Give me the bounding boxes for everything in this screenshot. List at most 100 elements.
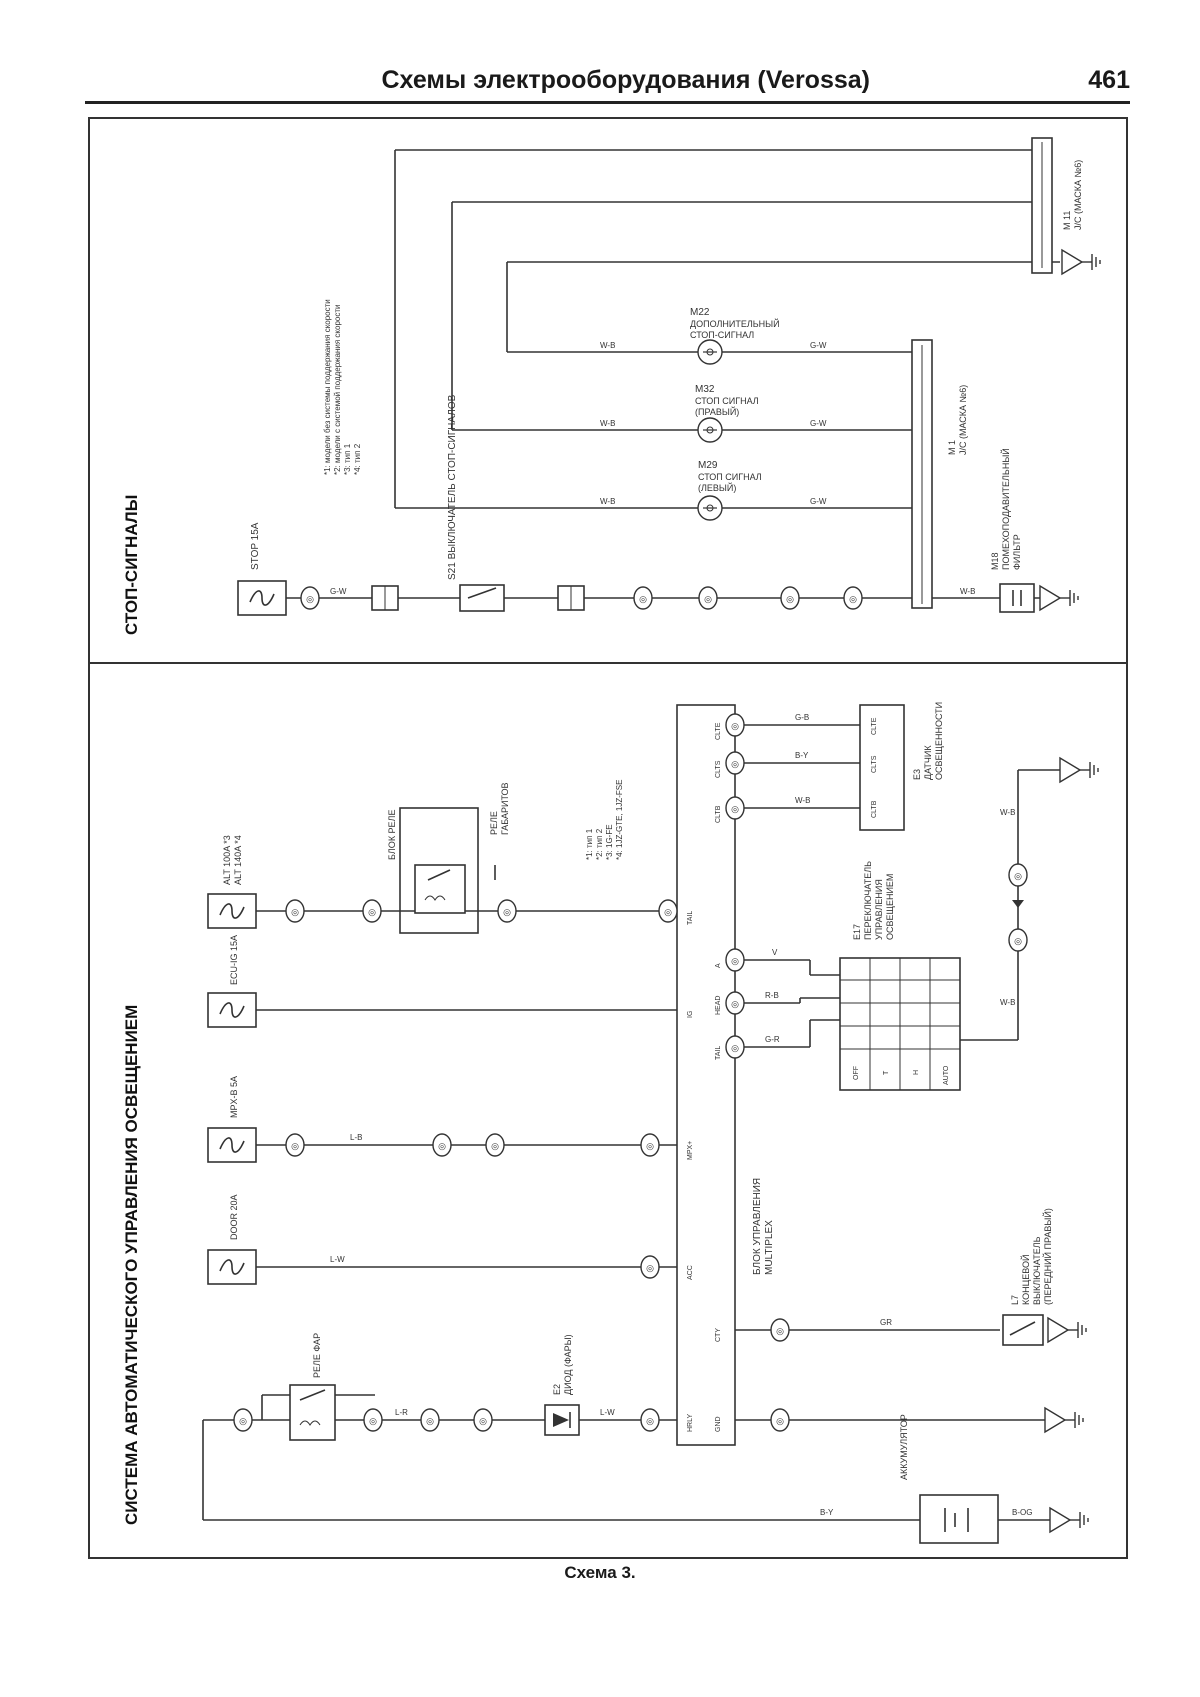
ground-icon: [1059, 757, 1099, 783]
filter-label-1: M18: [990, 552, 1000, 570]
connector-icon: [640, 1408, 660, 1432]
wire-label: B-Y: [820, 1508, 834, 1517]
ground-icon: [1039, 585, 1079, 611]
diagram-frame: [88, 117, 1128, 1559]
stop-lamp-left-icon: [697, 495, 723, 521]
fuse-ecu-ig-icon: [207, 992, 257, 1028]
connector-icon: [432, 1133, 452, 1157]
ecu-pin-label: ACC: [687, 1265, 694, 1280]
wire-label: W-B: [960, 587, 975, 596]
diode-label-2: ДИОД (ФАРЫ): [563, 1334, 573, 1395]
ecu-pin-label: MPX+: [687, 1141, 694, 1160]
ecu-pin-label: A: [715, 963, 722, 968]
fuse-door-label: DOOR 20A: [229, 1194, 239, 1240]
section-divider: [88, 662, 1128, 664]
ecu-pin-label: TAIL: [715, 1046, 722, 1060]
section-title-auto-lighting: СИСТЕМА АВТОМАТИЧЕСКОГО УПРАВЛЕНИЯ ОСВЕЩ…: [122, 1005, 141, 1525]
tail-relay-label-2: ГАБАРИТОВ: [500, 782, 510, 835]
fuse-mpx-b-icon: [207, 1127, 257, 1163]
connector-icon: [780, 586, 800, 610]
connector-icon: [770, 1318, 790, 1342]
wire-label: L-R: [395, 1408, 408, 1417]
filter-label-2: ПОМЕХОПОДАВИТЕЛЬНЫЙ: [1000, 448, 1011, 570]
switch-row-label: H: [913, 1070, 920, 1075]
wire-label: L-W: [330, 1255, 345, 1264]
ground-icon: [1049, 1507, 1089, 1533]
switch-row-label: T: [883, 1070, 890, 1075]
connector-icon: [285, 1133, 305, 1157]
connector-icon: [300, 586, 320, 610]
note-line-3: *3: тип 1: [343, 443, 352, 475]
sensor-label-3: ОСВЕЩЕННОСТИ: [934, 702, 944, 780]
connector-icon: [725, 1035, 745, 1059]
jc-upper-label-1: M 11: [1062, 211, 1072, 230]
relay-block: [399, 807, 479, 934]
ground-icon: [1047, 1317, 1087, 1343]
ecu-pin-label: CTY: [715, 1328, 722, 1342]
noise-filter: [999, 583, 1035, 613]
wire-label: B-OG: [1012, 1508, 1032, 1517]
battery: [919, 1494, 999, 1544]
wire-label: W-B: [600, 341, 615, 350]
stop-lamp-right-icon: [697, 417, 723, 443]
connector-icon: [698, 586, 718, 610]
tail-relay-label-1: РЕЛЕ: [489, 811, 499, 835]
ecu-pin-label: GND: [715, 1416, 722, 1432]
connector-icon: [497, 899, 517, 923]
ground-icon: [1061, 249, 1101, 275]
wire-label: W-B: [600, 497, 615, 506]
door-courtesy-switch: [1002, 1314, 1044, 1346]
stop-switch: [459, 584, 505, 612]
note-b-3: *3: 1G-FE: [605, 824, 614, 860]
switch-row-label: OFF: [853, 1066, 860, 1080]
ecu-pin-label: CLTB: [715, 805, 722, 823]
fuse-stop-icon: [237, 580, 287, 616]
connector-icon: [640, 1133, 660, 1157]
sensor-pin-label: CLTB: [871, 800, 878, 818]
head-relay: [289, 1384, 336, 1441]
jc-upper-label-2: J/C (МАСКА №6): [1073, 160, 1083, 230]
lamp-m32-code: M32: [695, 384, 715, 395]
connector-icon: [473, 1408, 493, 1432]
connector-icon: [725, 713, 745, 737]
page-number: 461: [1088, 66, 1130, 94]
connector-icon: [1008, 928, 1028, 952]
stop-switch-label: S21 ВЫКЛЮЧАТЕЛЬ СТОП-СИГНАЛОВ: [447, 394, 458, 580]
lamp-m29-line2: СТОП СИГНАЛ: [698, 472, 762, 482]
wire-label: W-B: [1000, 998, 1015, 1007]
connector-icon: [285, 899, 305, 923]
note-b-4: *4: 1JZ-GTE, 1JZ-FSE: [615, 780, 624, 860]
connector-icon: [233, 1408, 253, 1432]
connector-icon: [843, 586, 863, 610]
lamp-m29-code: M29: [698, 460, 718, 471]
connector-icon: [363, 1408, 383, 1432]
ecu-pin-label: CLTS: [715, 760, 722, 778]
connector-icon: [770, 1408, 790, 1432]
lamp-m22-code: M22: [690, 307, 710, 318]
wire-label: R-B: [765, 991, 779, 1000]
multiplex-ecu: [676, 704, 736, 1446]
relay-block-label: БЛОК РЕЛЕ: [387, 810, 397, 860]
wire-label: L-W: [600, 1408, 615, 1417]
note-line-1: *1: модели без системы поддержания скоро…: [323, 299, 332, 475]
connector-icon: [1008, 863, 1028, 887]
connector-icon: [725, 796, 745, 820]
fuse-alt-label: ALT 100A *3: [222, 835, 232, 885]
switch-label-3: УПРАВЛЕНИЯ: [874, 879, 884, 940]
ground-icon: [1044, 1407, 1084, 1433]
ecu-label-2: MULTIPLEX: [764, 1220, 775, 1275]
headlamp-diode: [544, 1404, 580, 1436]
ecu-label-1: БЛОК УПРАВЛЕНИЯ: [752, 1178, 763, 1275]
tail-relay: [414, 864, 466, 914]
note-b-1: *1: тип 1: [585, 828, 594, 860]
fuse-alt-icon: [207, 893, 257, 929]
section-title-stop-lamps: СТОП-СИГНАЛЫ: [122, 495, 141, 635]
note-b-2: *2: тип 2: [595, 828, 604, 860]
wire-label: G-W: [330, 587, 347, 596]
wire-label: V: [772, 948, 778, 957]
fuse-mpx-b-label: MPX-B 5A: [229, 1076, 239, 1118]
ecu-pin-label: CLTE: [715, 722, 722, 740]
fuse-ecu-ig-label: ECU-IG 15A: [229, 935, 239, 985]
connector-icon: [633, 586, 653, 610]
